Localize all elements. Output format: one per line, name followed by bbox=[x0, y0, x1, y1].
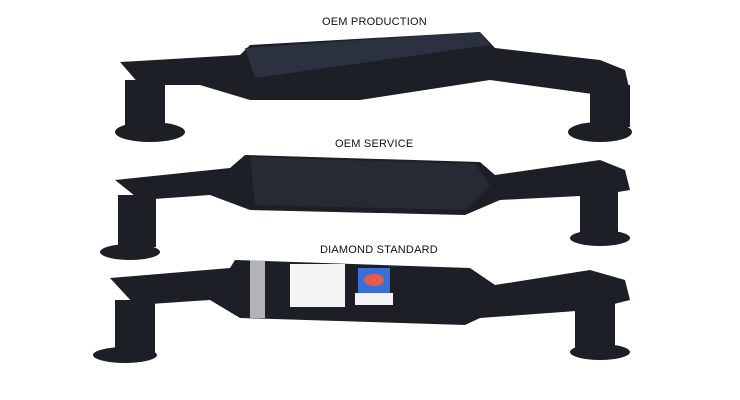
diamond-standard-beam bbox=[93, 260, 630, 363]
oem-service-beam bbox=[100, 155, 630, 260]
label-oem-production: OEM PRODUCTION bbox=[322, 16, 427, 28]
label-diamond-standard: DIAMOND STANDARD bbox=[320, 244, 438, 256]
oem-production-beam bbox=[115, 32, 632, 142]
part-label-sticker bbox=[290, 264, 345, 307]
label-oem-service: OEM SERVICE bbox=[335, 138, 414, 150]
